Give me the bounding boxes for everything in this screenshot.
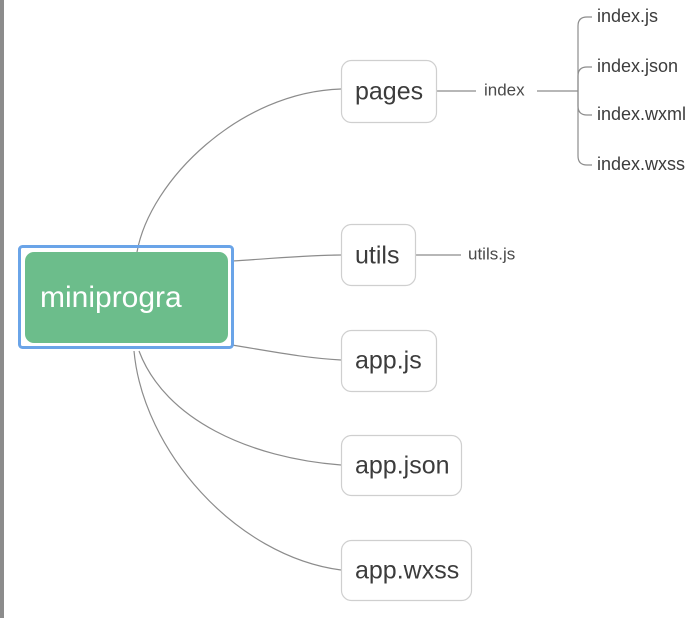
node-app-js[interactable]: app.js (340, 329, 438, 393)
node-pages-box (340, 59, 438, 124)
node-index-label[interactable]: index (484, 80, 525, 99)
edge-root-to-app-wxss (133, 350, 342, 571)
edge-group-pages (437, 16, 592, 166)
node-utils[interactable]: utils (340, 223, 417, 287)
node-pages[interactable]: pages (340, 59, 438, 124)
leaf-utils-js[interactable]: utils.js (468, 244, 515, 263)
leaf-index-js[interactable]: index.js (597, 6, 658, 26)
edge-trunk-index-wxml (577, 91, 592, 116)
node-app-json-label: app.json (355, 452, 450, 480)
edge-root-to-app-json (138, 350, 342, 466)
node-pages-label: pages (355, 78, 423, 106)
node-app-json-box (340, 434, 463, 497)
node-app-js-label: app.js (355, 347, 422, 375)
root-node-box (25, 252, 228, 343)
node-app-wxss-label: app.wxss (355, 557, 459, 585)
edge-root-to-pages (136, 88, 342, 253)
node-utils-box (340, 223, 417, 287)
edge-group-root (133, 88, 342, 571)
edge-trunk-index-json (577, 66, 592, 91)
edge-trunk-index-js (577, 16, 592, 91)
edge-root-to-utils (231, 254, 342, 262)
leaf-index-wxml[interactable]: index.wxml (597, 104, 686, 124)
root-node-label: miniprogra (40, 281, 182, 314)
node-app-js-box (340, 329, 438, 393)
leaf-index-json[interactable]: index.json (597, 56, 678, 76)
edge-root-to-app-js (231, 344, 342, 361)
left-edge-scrollbar[interactable] (0, 0, 4, 618)
node-utils-label: utils (355, 242, 399, 270)
leaf-index-wxss[interactable]: index.wxss (597, 154, 685, 174)
node-app-wxss-box (340, 539, 473, 602)
edge-trunk-index-wxss (577, 91, 592, 166)
node-app-json[interactable]: app.json (340, 434, 463, 497)
root-node[interactable]: miniprogra (18, 245, 234, 349)
root-selection-outline (18, 245, 234, 349)
node-app-wxss[interactable]: app.wxss (340, 539, 473, 602)
